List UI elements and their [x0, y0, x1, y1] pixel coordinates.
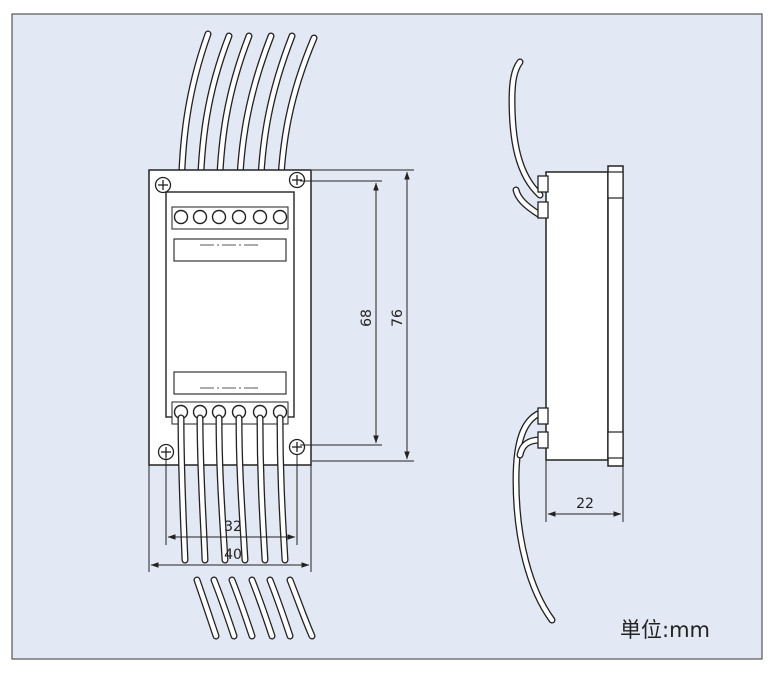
dimension-32-label: 32: [224, 519, 242, 535]
terminals-top: [173, 209, 288, 225]
terminals-bottom: [173, 404, 288, 420]
dimension-lines: [148, 169, 414, 572]
screw-icon-top-right: [288, 171, 306, 189]
background-panel: [11, 13, 763, 660]
dimension-22-lines: [545, 460, 624, 522]
label-strip-top: [173, 238, 287, 262]
label-strip-bottom: [173, 371, 287, 395]
terminal-block-bottom: [171, 401, 289, 425]
dimension-76-label: 76: [390, 309, 406, 327]
dimension-40-label: 40: [224, 547, 242, 563]
dimension-22-label: 22: [576, 496, 594, 512]
side-body: [545, 171, 609, 461]
wire-ends: [193, 576, 316, 640]
dimension-68-label: 68: [359, 309, 375, 327]
screw-icon-bottom-right: [288, 438, 306, 456]
side-plate: [607, 165, 624, 467]
bottom-wires: [177, 414, 289, 564]
screw-icon-top-left: [154, 176, 172, 194]
unit-label: 単位:mm: [620, 618, 710, 642]
side-view: [508, 58, 624, 624]
front-view: [148, 30, 318, 640]
terminal-block-top: [171, 206, 289, 230]
